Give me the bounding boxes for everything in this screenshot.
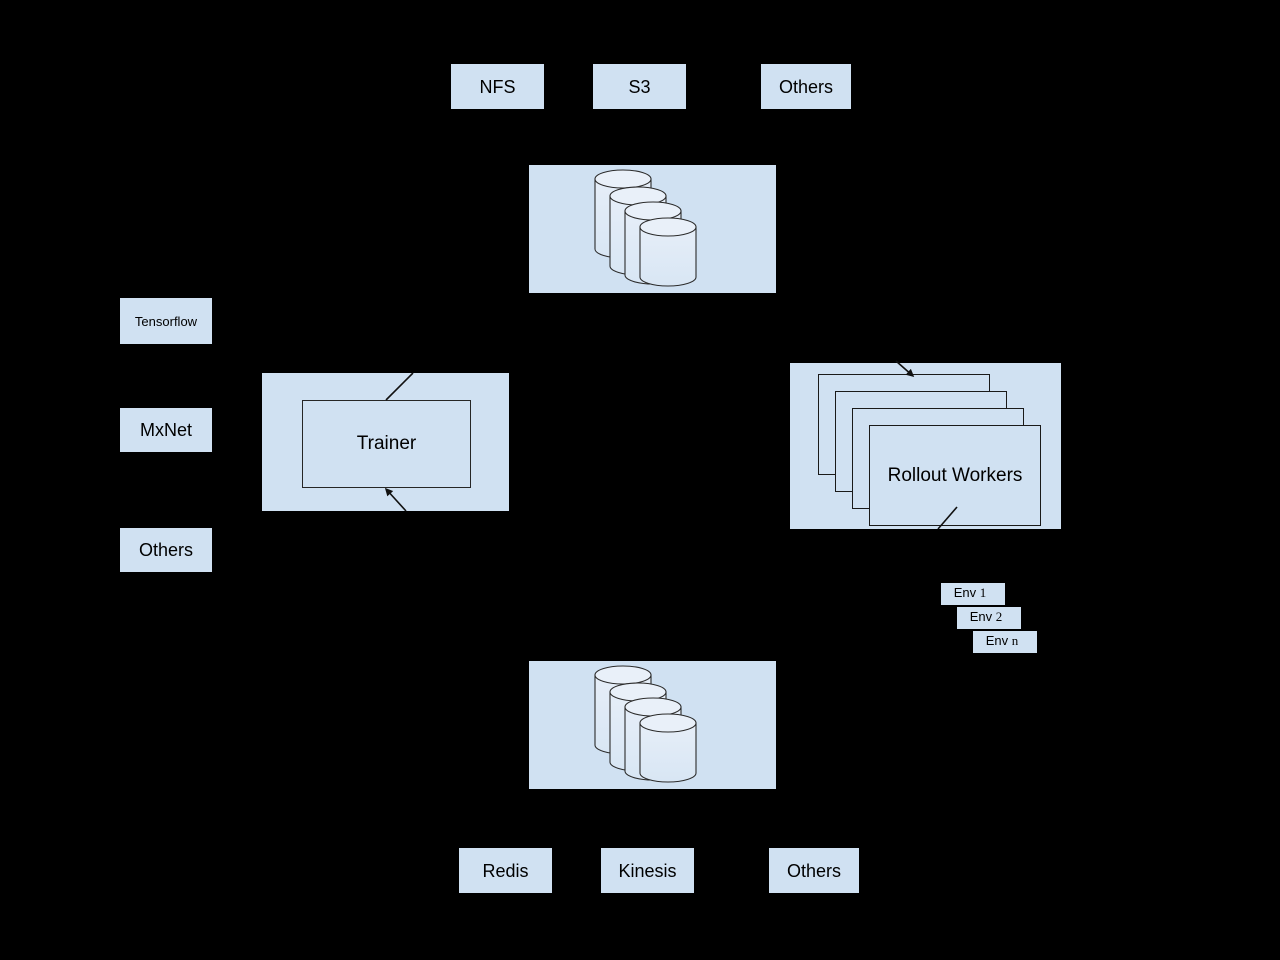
env-chip-n-word: Env	[985, 633, 1009, 648]
env-chip-2-index: 2	[995, 609, 1003, 624]
env-chip-n-index: n	[1011, 633, 1019, 648]
storage-box-others-bottom[interactable]: Others	[769, 848, 859, 893]
database-cylinder-stack-top	[594, 169, 697, 287]
offline-dataset-panel	[529, 165, 776, 293]
rollout-worker-card-front[interactable]: Rollout Workers	[869, 425, 1041, 526]
database-cylinder-stack-bottom	[594, 665, 697, 783]
framework-box-mxnet[interactable]: MxNet	[120, 408, 212, 452]
cylinder-4	[639, 713, 697, 783]
storage-box-nfs[interactable]: NFS	[451, 64, 544, 109]
storage-box-others-top-label: Others	[778, 76, 834, 97]
env-chip-1-word: Env	[953, 585, 977, 600]
storage-box-s3[interactable]: S3	[593, 64, 686, 109]
framework-box-tensorflow-label: Tensorflow	[134, 313, 198, 329]
trainer-box[interactable]: Trainer	[302, 400, 471, 488]
storage-box-others-top[interactable]: Others	[761, 64, 851, 109]
storage-box-redis-label: Redis	[482, 860, 529, 881]
env-chip-1-index: 1	[979, 585, 987, 600]
framework-box-others-label: Others	[138, 540, 194, 560]
env-chip-2-word: Env	[969, 609, 993, 624]
storage-box-redis[interactable]: Redis	[459, 848, 552, 893]
framework-box-tensorflow[interactable]: Tensorflow	[120, 298, 212, 344]
cylinder-4	[639, 217, 697, 287]
env-chip-2[interactable]: Env 2	[957, 607, 1021, 629]
trainer-label: Trainer	[356, 433, 417, 454]
experience-replay-panel	[529, 661, 776, 789]
storage-box-kinesis[interactable]: Kinesis	[601, 848, 694, 893]
storage-box-nfs-label: NFS	[479, 76, 516, 97]
storage-box-s3-label: S3	[628, 76, 651, 97]
framework-box-others[interactable]: Others	[120, 528, 212, 572]
storage-box-kinesis-label: Kinesis	[618, 860, 677, 881]
env-chip-1[interactable]: Env 1	[941, 583, 1005, 605]
storage-box-others-bottom-label: Others	[786, 860, 842, 881]
rollout-workers-label: Rollout Workers	[887, 464, 1023, 486]
env-chip-n[interactable]: Env n	[973, 631, 1037, 653]
framework-box-mxnet-label: MxNet	[139, 420, 192, 440]
